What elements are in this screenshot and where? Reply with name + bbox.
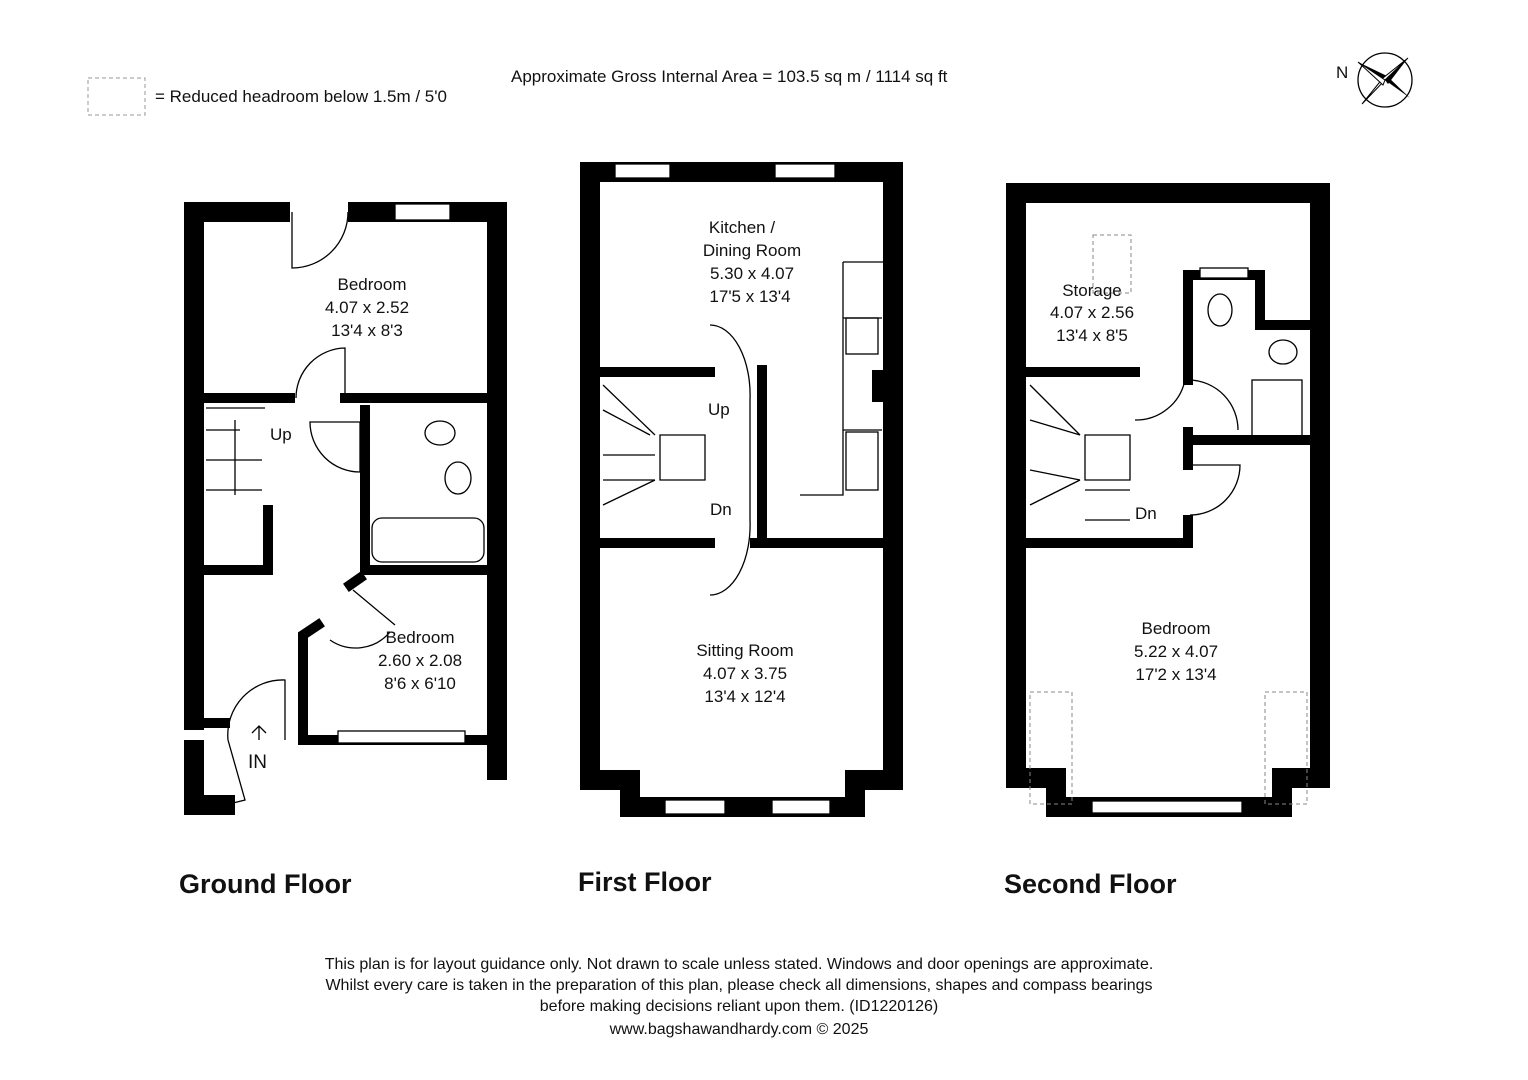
ground-bedroom2-name: Bedroom: [386, 628, 455, 647]
ground-stairs-up: Up: [270, 425, 292, 444]
first-floor-plan: Kitchen / Dining Room 5.30 x 4.07 17'5 x…: [578, 162, 903, 897]
compass-icon: N: [1336, 52, 1413, 108]
first-stairs-down: Dn: [710, 500, 732, 519]
gross-area: Approximate Gross Internal Area = 103.5 …: [511, 67, 948, 86]
disclaimer-line-1: This plan is for layout guidance only. N…: [325, 956, 1154, 973]
kitchen-name-2: Dining Room: [703, 241, 801, 260]
ground-bedroom2-metric: 2.60 x 2.08: [378, 651, 462, 670]
sitting-room-name: Sitting Room: [696, 641, 793, 660]
first-stairs-up: Up: [708, 400, 730, 419]
ground-bedroom1-metric: 4.07 x 2.52: [325, 298, 409, 317]
sitting-room-imperial: 13'4 x 12'4: [704, 687, 785, 706]
ground-bedroom1-name: Bedroom: [338, 275, 407, 294]
kitchen-name-1: Kitchen /: [709, 218, 775, 237]
storage-metric: 4.07 x 2.56: [1050, 303, 1134, 322]
storage-name: Storage: [1062, 281, 1122, 300]
second-bedroom-imperial: 17'2 x 13'4: [1135, 665, 1216, 684]
ground-floor-title: Ground Floor: [179, 869, 352, 899]
kitchen-metric: 5.30 x 4.07: [710, 264, 794, 283]
second-floor-plan: Storage 4.07 x 2.56 13'4 x 8'5 Bedroom 5…: [1004, 183, 1330, 899]
headroom-legend-swatch: [87, 77, 146, 116]
second-bedroom-metric: 5.22 x 4.07: [1134, 642, 1218, 661]
second-stairs-down: Dn: [1135, 504, 1157, 523]
storage-imperial: 13'4 x 8'5: [1056, 326, 1128, 345]
second-floor-title: Second Floor: [1004, 869, 1177, 899]
first-floor-title: First Floor: [578, 867, 712, 897]
ground-bedroom1-imperial: 13'4 x 8'3: [331, 321, 403, 340]
headroom-legend-text: = Reduced headroom below 1.5m / 5'0: [155, 87, 447, 106]
disclaimer-line-2: Whilst every care is taken in the prepar…: [325, 977, 1152, 994]
ground-floor-plan: Bedroom 4.07 x 2.52 13'4 x 8'3 Bedroom 2…: [179, 202, 507, 899]
entrance-label: IN: [248, 752, 267, 773]
sitting-room-metric: 4.07 x 3.75: [703, 664, 787, 683]
disclaimer-line-3: before making decisions reliant upon the…: [540, 998, 938, 1015]
kitchen-imperial: 17'5 x 13'4: [709, 287, 790, 306]
compass-north-label: N: [1336, 63, 1348, 82]
ground-bedroom2-imperial: 8'6 x 6'10: [384, 674, 456, 693]
second-bedroom-name: Bedroom: [1142, 619, 1211, 638]
website-copyright: www.bagshawandhardy.com © 2025: [609, 1021, 869, 1038]
